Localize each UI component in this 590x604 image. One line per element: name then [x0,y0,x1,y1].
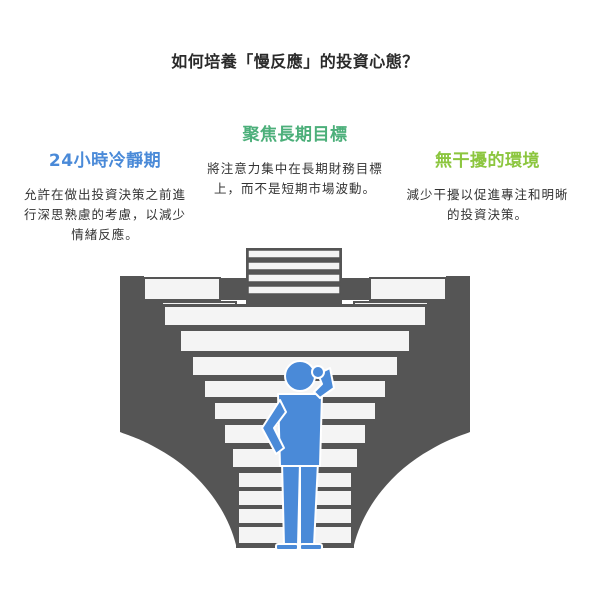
tip-24-hour-cooling-title: 24小時冷靜期 [48,151,162,171]
left-funnel-wall [120,276,236,545]
tip-no-distraction-title: 無干擾的環境 [435,151,540,171]
tip-long-term-goal-text: 將注意力集中在長期財務目標上，而不是短期市場波動。 [207,161,383,196]
tip-24-hour-cooling: 24小時冷靜期 允許在做出投資決策之前進行深思熟慮的考慮，以減少情緒反應。 [20,146,190,245]
thinking-person-icon [261,360,335,551]
right-funnel-wall [354,276,470,545]
center-column [246,248,342,304]
tip-long-term-goal-title: 聚焦長期目標 [242,125,348,145]
tip-long-term-goal: 聚焦長期目標 將注意力集中在長期財務目標上，而不是短期市場波動。 [205,120,385,199]
tip-24-hour-cooling-text: 允許在做出投資決策之前進行深思熟慮的考慮，以減少情緒反應。 [23,187,186,242]
tip-no-distraction-text: 減少干擾以促進專注和明晰的投資決策。 [406,187,569,222]
tip-no-distraction: 無干擾的環境 減少干擾以促進專注和明晰的投資決策。 [400,146,575,225]
page-title: 如何培養「慢反應」的投資心態？ [171,52,419,71]
